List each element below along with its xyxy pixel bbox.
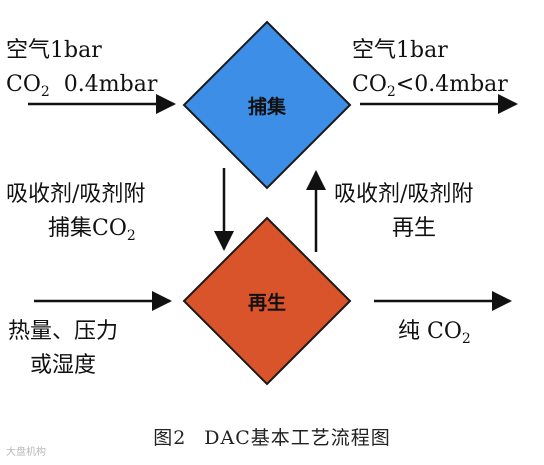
watermark: 大盘机构	[6, 447, 46, 458]
right-loop-label-line1: 吸收剂/吸剂附	[334, 182, 473, 207]
regen-input-line2: 或湿度	[30, 353, 96, 378]
figure-title: DAC基本工艺流程图	[204, 427, 391, 449]
figure-caption: 图2 DAC基本工艺流程图	[0, 423, 544, 450]
capture-node-label: 捕集	[248, 95, 287, 118]
figure-number: 图2	[153, 427, 187, 449]
capture-node	[182, 20, 352, 190]
regen-node-label: 再生	[248, 291, 286, 314]
output-air-line1: 空气1bar	[352, 38, 448, 63]
regen-node	[182, 216, 352, 386]
right-loop-label-line2: 再生	[392, 216, 436, 241]
pure-co2-label: 纯 CO2	[398, 319, 471, 347]
regen-input-line1: 热量、压力	[8, 319, 118, 344]
input-air-line1: 空气1bar	[6, 38, 102, 63]
output-air-line2: CO2<0.4mbar	[352, 72, 508, 100]
left-loop-label-line1: 吸收剂/吸剂附	[6, 182, 145, 207]
left-loop-label-line2: 捕集CO2	[48, 216, 136, 244]
